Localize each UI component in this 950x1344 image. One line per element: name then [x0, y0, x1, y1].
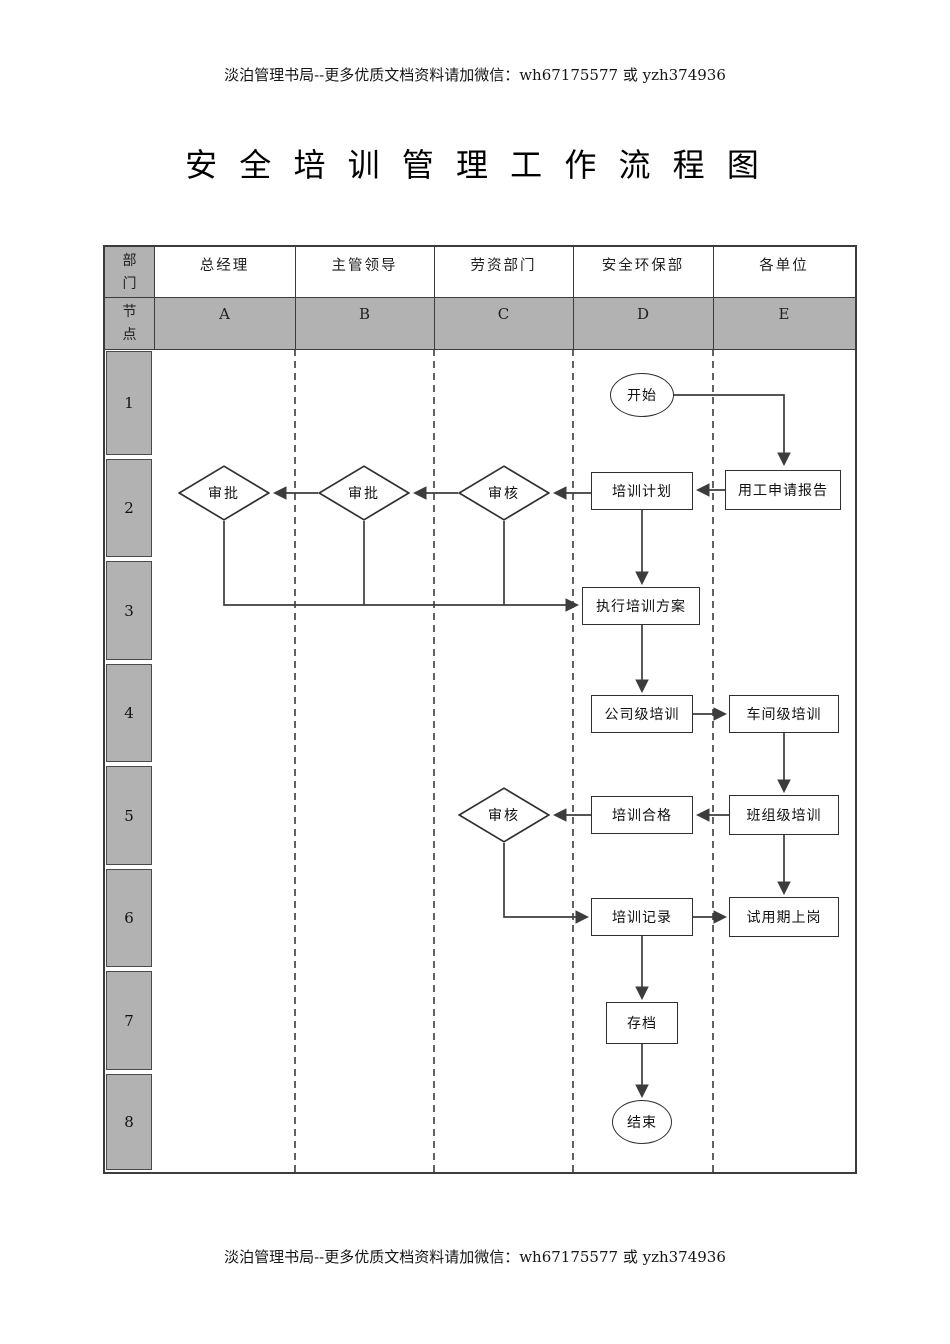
- diamond-shape: [458, 787, 550, 843]
- row-number-5: 5: [106, 766, 152, 865]
- flow-node-review-labor-label: 审核: [488, 486, 520, 502]
- lane-node-letter-d: D: [636, 305, 650, 323]
- lane-node-letter-a: A: [219, 305, 230, 323]
- flow-node-employment-request-label: 用工申请报告: [738, 483, 828, 499]
- flow-node-training-plan: 培训计划: [591, 472, 693, 510]
- flow-node-workshop-training: 车间级培训: [729, 695, 839, 733]
- corner-cell-department-bg: [105, 247, 154, 297]
- header-vline-0: [154, 247, 155, 349]
- row-number-8: 8: [106, 1074, 152, 1170]
- flow-node-training-passed-label: 培训合格: [612, 808, 672, 824]
- lane-title-labor-department: 劳资部门: [470, 258, 537, 274]
- flow-node-execute-plan-label: 执行培训方案: [596, 599, 686, 615]
- flow-node-training-record-label: 培训记录: [612, 910, 672, 926]
- corner-cell-node: 节点: [105, 301, 154, 349]
- lane-title-supervisor: 主管领导: [331, 258, 398, 274]
- header-watermark-note: 淡泊管理书局--更多优质文档资料请加微信：wh67175577 或 yzh374…: [224, 66, 726, 84]
- flow-node-end: 结束: [612, 1100, 672, 1144]
- flow-node-review-labor: 审核: [458, 465, 550, 521]
- page-title: 安 全 培 训 管 理 工 作 流 程 图: [185, 146, 765, 184]
- header-vline-3: [573, 247, 574, 349]
- flow-node-execute-plan: 执行培训方案: [582, 587, 700, 625]
- corner-cell-department-text: 部门: [122, 253, 137, 292]
- flow-node-probation-start: 试用期上岗: [729, 897, 839, 937]
- flow-node-archive: 存档: [606, 1002, 678, 1044]
- flow-node-training-plan-label: 培训计划: [612, 484, 672, 500]
- diamond-shape: [458, 465, 550, 521]
- flow-node-team-training: 班组级培训: [729, 795, 839, 835]
- flow-node-probation-start-label: 试用期上岗: [746, 910, 822, 926]
- row-number-6: 6: [106, 869, 152, 967]
- row-number-3: 3: [106, 561, 152, 660]
- swimlane-flowchart: 部门 节点 总经理 主管领导 劳资部门 安全环保部 各单位 A B C D E …: [103, 245, 857, 1174]
- connector-review2-to-training-record: [503, 843, 590, 924]
- row-number-1: 1: [106, 351, 152, 455]
- flow-node-end-label: 结束: [627, 1115, 657, 1131]
- row-number-7: 7: [106, 971, 152, 1070]
- header-vline-1: [295, 247, 296, 349]
- header-vline-2: [434, 247, 435, 349]
- diamond-shape: [318, 465, 410, 521]
- flow-node-review-labor-2: 审核: [458, 787, 550, 843]
- lane-node-letter-c: C: [497, 305, 510, 323]
- flow-node-company-training: 公司级培训: [591, 695, 693, 733]
- flow-node-approve-supervisor: 审批: [318, 465, 410, 521]
- node-letter-row-bg: [105, 297, 855, 349]
- flow-node-archive-label: 存档: [627, 1016, 657, 1032]
- flow-node-training-record: 培训记录: [591, 898, 693, 936]
- flow-node-review-labor-2-label: 审核: [488, 808, 520, 824]
- row-number-4: 4: [106, 664, 152, 762]
- header-vline-4: [713, 247, 714, 349]
- connector-approve-gm-to-execute-plan: [223, 521, 580, 612]
- flow-node-workshop-training-label: 车间级培训: [746, 707, 822, 723]
- lane-title-general-manager: 总经理: [199, 258, 250, 274]
- lane-title-safety-environment: 安全环保部: [601, 258, 685, 274]
- header-divider-line: [105, 297, 855, 298]
- diamond-shape: [178, 465, 270, 521]
- connector-start-to-employment-request: [674, 394, 791, 467]
- flow-node-employment-request: 用工申请报告: [725, 470, 841, 510]
- corner-cell-department: 部门: [105, 250, 154, 297]
- header-bottom-line: [105, 349, 855, 350]
- flow-node-approve-gm: 审批: [178, 465, 270, 521]
- flow-node-approve-gm-label: 审批: [208, 486, 240, 502]
- flow-node-start: 开始: [610, 373, 674, 417]
- row-number-2: 2: [106, 459, 152, 557]
- lane-node-letter-b: B: [358, 305, 371, 323]
- corner-cell-node-text: 节点: [122, 304, 137, 343]
- flow-node-training-passed: 培训合格: [591, 796, 693, 834]
- flow-node-start-label: 开始: [627, 388, 657, 404]
- footer-watermark-note: 淡泊管理书局--更多优质文档资料请加微信：wh67175577 或 yzh374…: [224, 1248, 726, 1266]
- flow-node-company-training-label: 公司级培训: [604, 707, 680, 723]
- flow-node-team-training-label: 班组级培训: [746, 808, 822, 824]
- lane-title-each-unit: 各单位: [759, 258, 809, 274]
- flow-node-approve-supervisor-label: 审批: [348, 486, 380, 502]
- lane-node-letter-e: E: [778, 305, 790, 323]
